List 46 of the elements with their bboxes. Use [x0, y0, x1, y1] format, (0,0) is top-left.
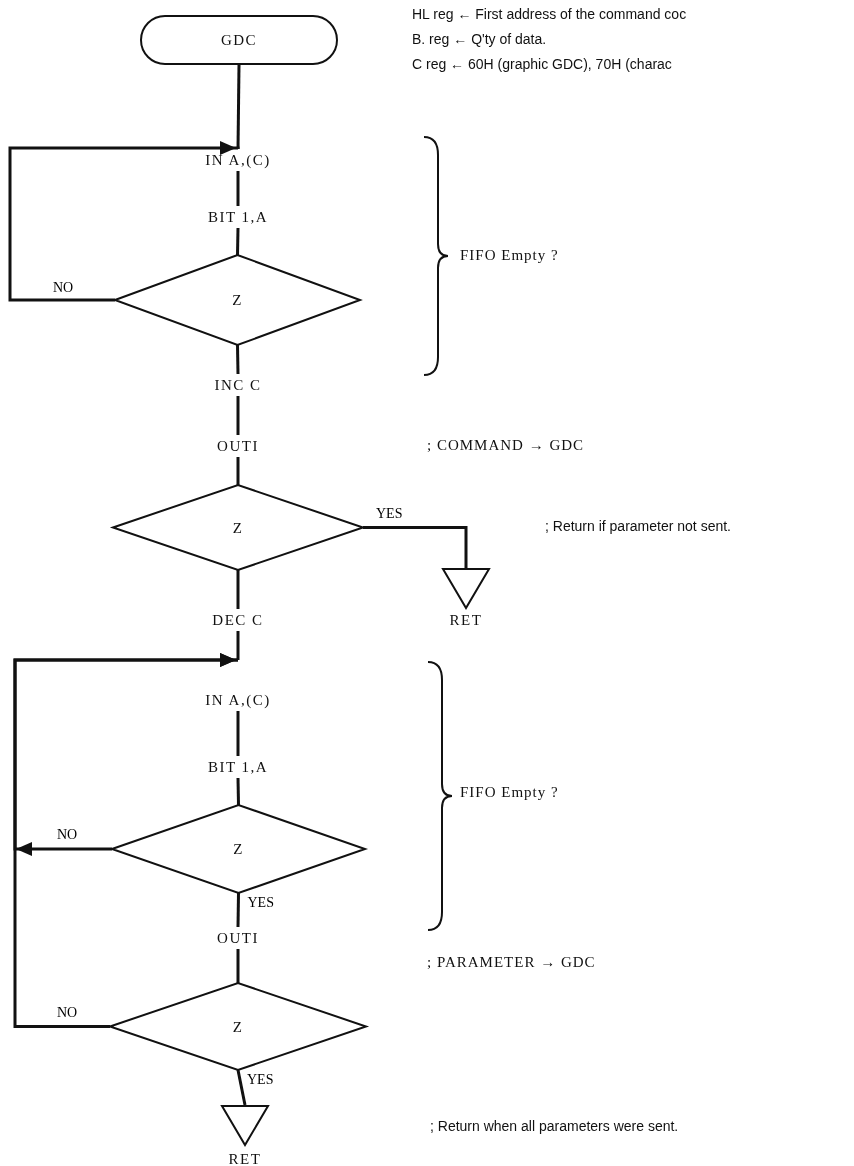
- decision-diamond: [110, 983, 366, 1070]
- connector-line: [236, 1069, 247, 1106]
- instruction-text: INC C: [213, 376, 263, 394]
- connector-line: [236, 570, 240, 609]
- decision-label: Z: [231, 291, 244, 309]
- connector-line: [236, 457, 240, 485]
- register-note: B. reg ← Q'ty of data.: [412, 31, 547, 47]
- comment-text: ; Return when all parameters were sent.: [430, 1118, 679, 1134]
- connector-line: [363, 526, 468, 568]
- connector-line: [236, 777, 240, 806]
- comment-text: ; Return if parameter not sent.: [545, 518, 731, 534]
- brace-note: FIFO Empty ?: [460, 247, 559, 264]
- return-triangle: [221, 1105, 269, 1166]
- connector-line: [236, 949, 240, 983]
- connector-line: [236, 631, 240, 660]
- terminal-label: GDC: [219, 31, 259, 49]
- connector-line: [236, 892, 240, 928]
- terminal-box: [140, 15, 338, 65]
- instruction-text: OUTI: [216, 929, 260, 947]
- return-label: RET: [448, 612, 484, 629]
- decision-label: Z: [232, 840, 245, 858]
- decision-diamond: [112, 805, 365, 893]
- connector-line: [236, 171, 240, 206]
- connector-line: [236, 344, 240, 375]
- brace-note: FIFO Empty ?: [460, 784, 559, 801]
- connector-line: [236, 711, 240, 756]
- instruction-text: OUTI: [216, 437, 260, 455]
- instruction-text: DEC C: [211, 611, 265, 629]
- instruction-text: BIT 1,A: [206, 758, 270, 776]
- connector-line: [236, 227, 240, 256]
- arrow: [13, 653, 238, 1028]
- instruction-text: IN A,(C): [204, 151, 272, 169]
- return-label: RET: [227, 1151, 263, 1166]
- instruction-text: BIT 1,A: [206, 208, 270, 226]
- comment-text: ; COMMAND → GDC: [427, 437, 585, 454]
- comment-text: ; PARAMETER → GDC: [427, 954, 596, 971]
- connector-line: [236, 396, 240, 435]
- connector-line: [236, 65, 241, 149]
- register-note: HL reg ← First address of the command coc: [412, 6, 687, 22]
- decision-label: Z: [231, 519, 245, 536]
- arrow: [8, 141, 240, 302]
- decision-label: Z: [231, 1018, 245, 1035]
- decision-diamond: [113, 485, 363, 570]
- decision-diamond: [115, 255, 360, 345]
- instruction-text: IN A,(C): [204, 691, 272, 709]
- register-note: C reg ← 60H (graphic GDC), 70H (charac: [412, 56, 672, 72]
